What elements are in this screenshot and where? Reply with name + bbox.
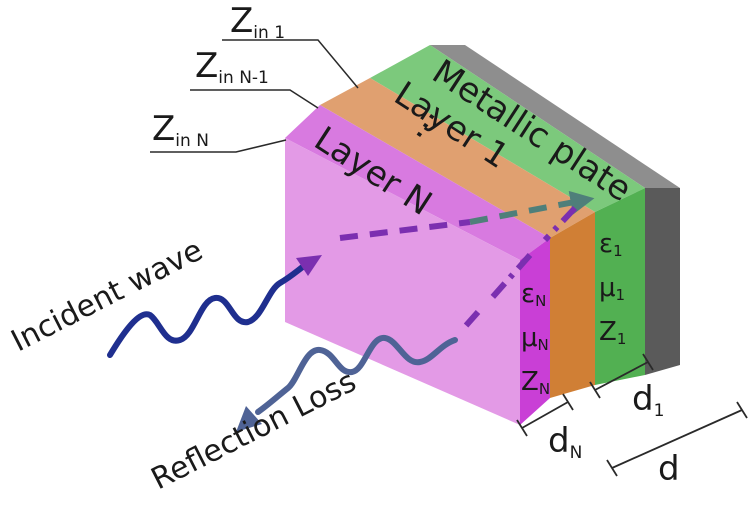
mu-n-sub: N <box>538 336 549 354</box>
d-total-label: d <box>658 449 680 489</box>
svg-text:εN: εN <box>521 279 546 310</box>
dn-main: d <box>548 421 570 461</box>
svg-text:Z1: Z1 <box>599 317 626 348</box>
reflected-arrowhead <box>236 406 262 432</box>
zin-1-label: Zin 1 <box>222 1 359 89</box>
zin-n-main: Z <box>152 109 175 149</box>
dimension-d-total: d <box>606 401 748 489</box>
svg-text:Zin 1: Zin 1 <box>230 1 285 43</box>
zin-1-sub: in 1 <box>253 23 285 43</box>
svg-text:ZN: ZN <box>521 367 550 398</box>
refracted-path-to-plate <box>469 190 595 225</box>
d1-sub: 1 <box>654 401 665 421</box>
reflection-loss-label: Reflection Loss <box>146 364 362 497</box>
metallic-plate-side <box>645 188 680 375</box>
mu-1-sub: 1 <box>616 286 626 304</box>
incident-arrowhead <box>296 255 322 276</box>
zin-1-leader <box>222 39 359 89</box>
mu-1-main: μ <box>599 273 616 303</box>
z-1-sub: 1 <box>617 330 627 348</box>
zin-n-leader <box>150 139 287 153</box>
eps-n-sub: N <box>535 292 546 310</box>
svg-text:Zin N: Zin N <box>152 109 209 151</box>
svg-text:μN: μN <box>521 323 549 354</box>
zin-1-main: Z <box>230 1 253 41</box>
metallic-plate-top <box>430 45 680 188</box>
eps-n-main: ε <box>521 279 535 309</box>
refracted-path-dashed <box>339 219 471 241</box>
z-n-main: Z <box>521 367 539 397</box>
middle-layer-side <box>550 212 595 398</box>
zin-n-1-main: Z <box>195 46 218 86</box>
svg-text:ε1: ε1 <box>599 229 623 260</box>
svg-text:dN: dN <box>548 421 582 463</box>
zin-n-label: Zin N <box>150 109 287 153</box>
svg-text:d1: d1 <box>632 379 664 421</box>
eps-1-sub: 1 <box>613 242 623 260</box>
layer-n-front <box>285 138 520 425</box>
incident-wave <box>107 260 311 358</box>
zin-n-1-sub: in N-1 <box>218 68 269 88</box>
dimension-d1: d1 <box>589 353 664 421</box>
z-n-sub: N <box>539 380 550 398</box>
layer-n-side <box>520 238 550 425</box>
layer-1-side <box>595 188 645 385</box>
reflected-wave <box>255 335 458 415</box>
zin-n-1-leader <box>190 89 319 109</box>
z-1-main: Z <box>599 317 617 347</box>
eps-1-main: ε <box>599 229 613 259</box>
svg-text:μ1: μ1 <box>599 273 625 304</box>
dn-sub: N <box>570 443 583 463</box>
zin-n-1-label: Zin N-1 <box>190 46 319 109</box>
dimension-dn: dN <box>516 393 582 463</box>
layer-1-properties: ε1 μ1 Z1 <box>599 229 626 348</box>
reflected-path-dashdot <box>459 205 578 332</box>
mu-n-main: μ <box>521 323 538 353</box>
layer-n-properties: εN μN ZN <box>521 279 550 398</box>
d1-main: d <box>632 379 654 419</box>
svg-text:Zin N-1: Zin N-1 <box>195 46 269 88</box>
layer-1-top <box>370 45 645 212</box>
zin-n-sub: in N <box>175 131 209 151</box>
middle-layer-top <box>320 78 595 238</box>
